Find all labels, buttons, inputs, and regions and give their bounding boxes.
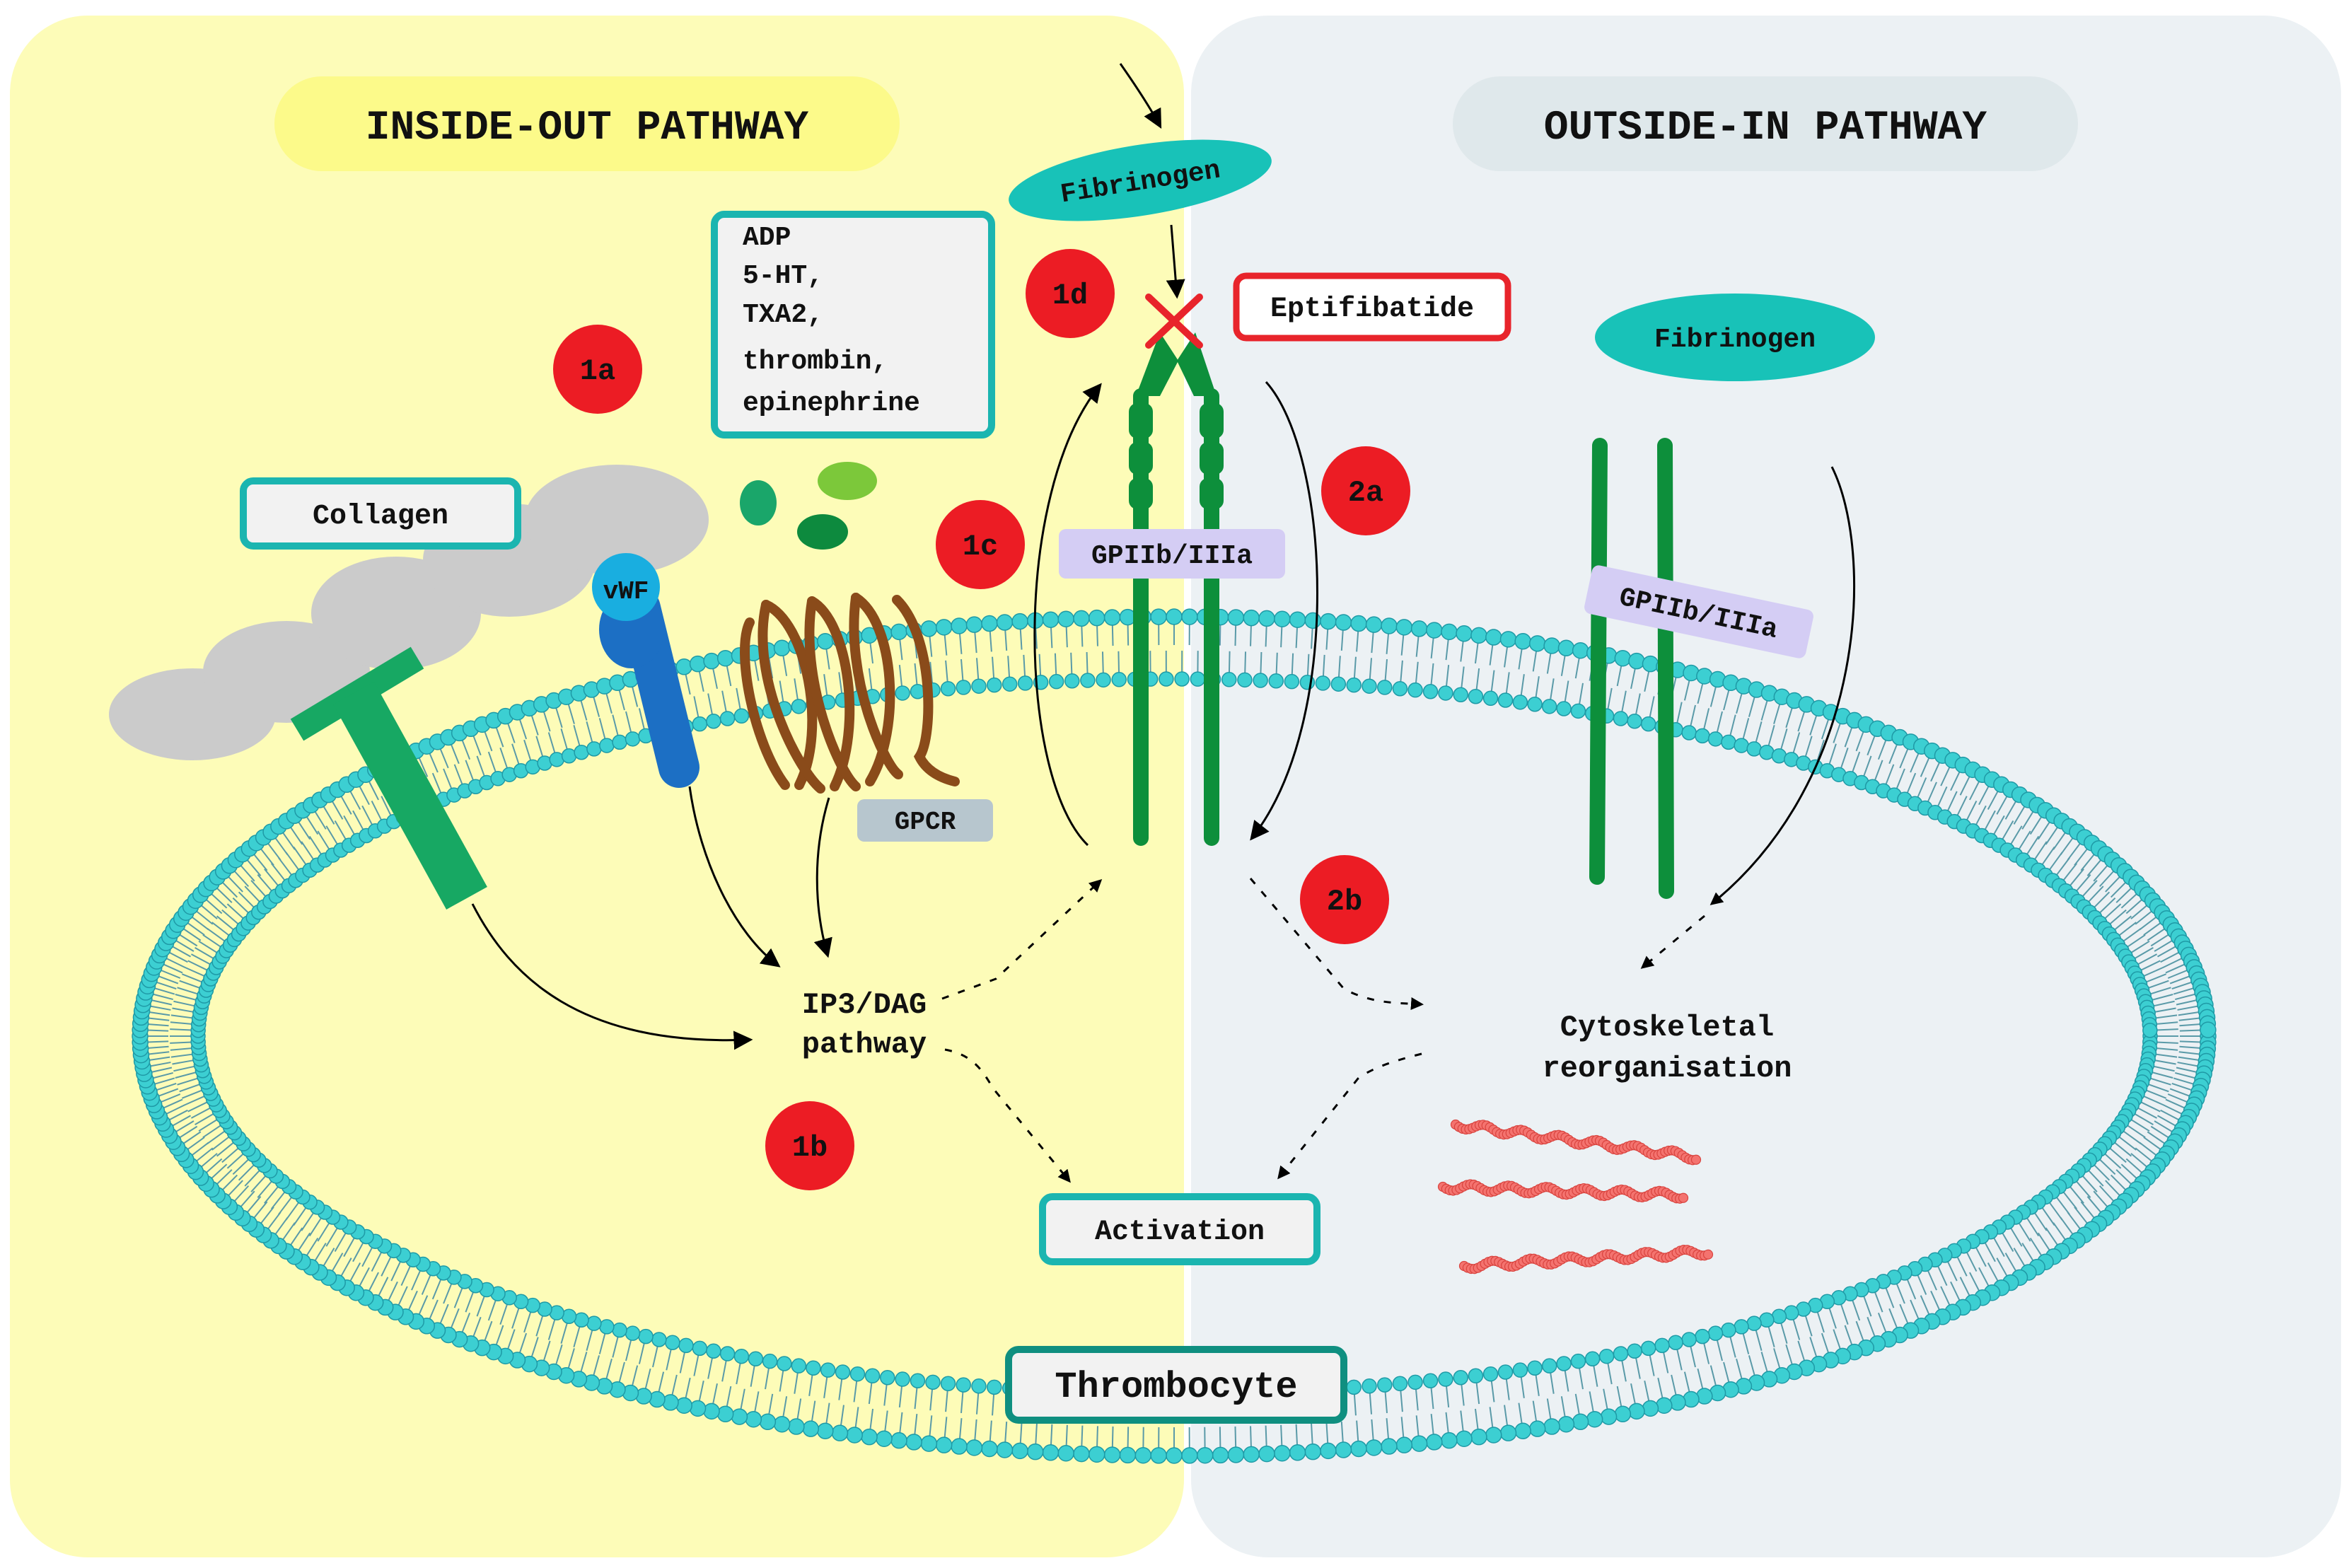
step-badge-1d: 1d (1026, 249, 1115, 338)
agonist-molecule (818, 462, 877, 500)
svg-text:Cytoskeletal: Cytoskeletal (1560, 1011, 1774, 1045)
agonist-epinephrine: epinephrine (743, 388, 920, 419)
gpcr-label: GPCR (857, 799, 993, 842)
outside-in-panel (1191, 16, 2341, 1557)
svg-text:GPCR: GPCR (895, 808, 956, 837)
arrow-fibrinogen-down (1166, 224, 1185, 299)
outside-in-title: OUTSIDE-IN PATHWAY (1453, 76, 2078, 171)
svg-text:1c: 1c (963, 530, 998, 564)
svg-text:INSIDE-OUT PATHWAY: INSIDE-OUT PATHWAY (366, 105, 809, 151)
svg-text:Eptifibatide: Eptifibatide (1270, 294, 1474, 325)
gpiib-label-right: GPIIb/IIIa (1584, 565, 1813, 658)
svg-text:Thrombocyte: Thrombocyte (1055, 1366, 1297, 1408)
inside-out-title: INSIDE-OUT PATHWAY (274, 76, 900, 171)
eptifibatide-label: Eptifibatide (1233, 272, 1511, 342)
svg-text:2b: 2b (1327, 885, 1362, 919)
actin-filaments (1437, 1119, 1714, 1274)
svg-text:Activation: Activation (1095, 1216, 1265, 1248)
eptifibatide-block-icon (1145, 294, 1203, 349)
arrow-ip3-to-integrin (941, 878, 1103, 1000)
agonist-thrombin: thrombin, (743, 347, 888, 377)
gpiib-label-left: GPIIb/IIIa (1059, 529, 1285, 579)
arrow-vwf-to-ip3 (688, 786, 781, 968)
integrin-left (1129, 332, 1224, 846)
svg-text:Fibrinogen: Fibrinogen (1654, 325, 1816, 355)
cytoskeletal-reorganisation: Cytoskeletal reorganisation (1543, 1011, 1792, 1086)
thrombocyte-label: Thrombocyte (1005, 1346, 1347, 1424)
agonist-molecule (740, 480, 777, 525)
agonist-adp: ADP (743, 223, 791, 253)
arrow-integrin-to-cyto (1640, 914, 1705, 969)
svg-text:GPIIb/IIIa: GPIIb/IIIa (1091, 541, 1253, 571)
svg-text:Collagen: Collagen (313, 501, 448, 533)
svg-text:OUTSIDE-IN PATHWAY: OUTSIDE-IN PATHWAY (1544, 105, 1987, 151)
arrow-inside-out (1033, 383, 1102, 847)
vwf-receptor: vWF (592, 553, 700, 788)
step-badge-1a: 1a (553, 325, 642, 414)
fibrinogen-left: Fibrinogen (1009, 139, 1272, 221)
arrow-outside-in-2a (1250, 381, 1318, 841)
svg-text:pathway: pathway (802, 1028, 927, 1062)
arrow-collagen-to-ip3 (471, 903, 753, 1050)
activation-box: Activation (1039, 1193, 1320, 1265)
step-badge-2a: 2a (1321, 446, 1410, 535)
svg-text:IP3/DAG: IP3/DAG (802, 988, 927, 1022)
integrin-right (1589, 438, 1674, 899)
collagen-receptor (290, 646, 487, 910)
agonist-molecule (797, 514, 848, 550)
step-badge-1c: 1c (936, 500, 1025, 589)
arrow-gpcr-to-ip3 (813, 797, 832, 958)
gpcr-receptor (740, 593, 960, 794)
svg-text:reorganisation: reorganisation (1543, 1052, 1792, 1086)
svg-text:1b: 1b (792, 1131, 828, 1165)
arrow-right-integrin (1709, 466, 1856, 905)
collagen-label: Collagen (240, 477, 521, 550)
cell-membrane (132, 608, 2217, 1464)
ip3-dag-pathway: IP3/DAG pathway (802, 988, 927, 1062)
svg-text:1d: 1d (1052, 279, 1088, 313)
svg-text:2a: 2a (1348, 476, 1383, 510)
step-badge-2b: 2b (1300, 855, 1389, 944)
collagen-fibre (109, 465, 709, 760)
agonist-txa2: TXA2, (743, 300, 823, 330)
step-badge-1b: 1b (765, 1101, 854, 1190)
svg-text:1a: 1a (580, 354, 615, 388)
arrow-ip3-to-activation (944, 1048, 1071, 1183)
agonists-box: ADP 5-HT, TXA2, thrombin, epinephrine (711, 211, 995, 439)
arrows (471, 63, 1856, 1183)
arrow-into-fibrinogen (1119, 63, 1162, 129)
fibrinogen-right: Fibrinogen (1595, 294, 1875, 381)
agonist-5ht: 5-HT, (743, 261, 823, 291)
vwf-label: vWF (603, 577, 649, 606)
